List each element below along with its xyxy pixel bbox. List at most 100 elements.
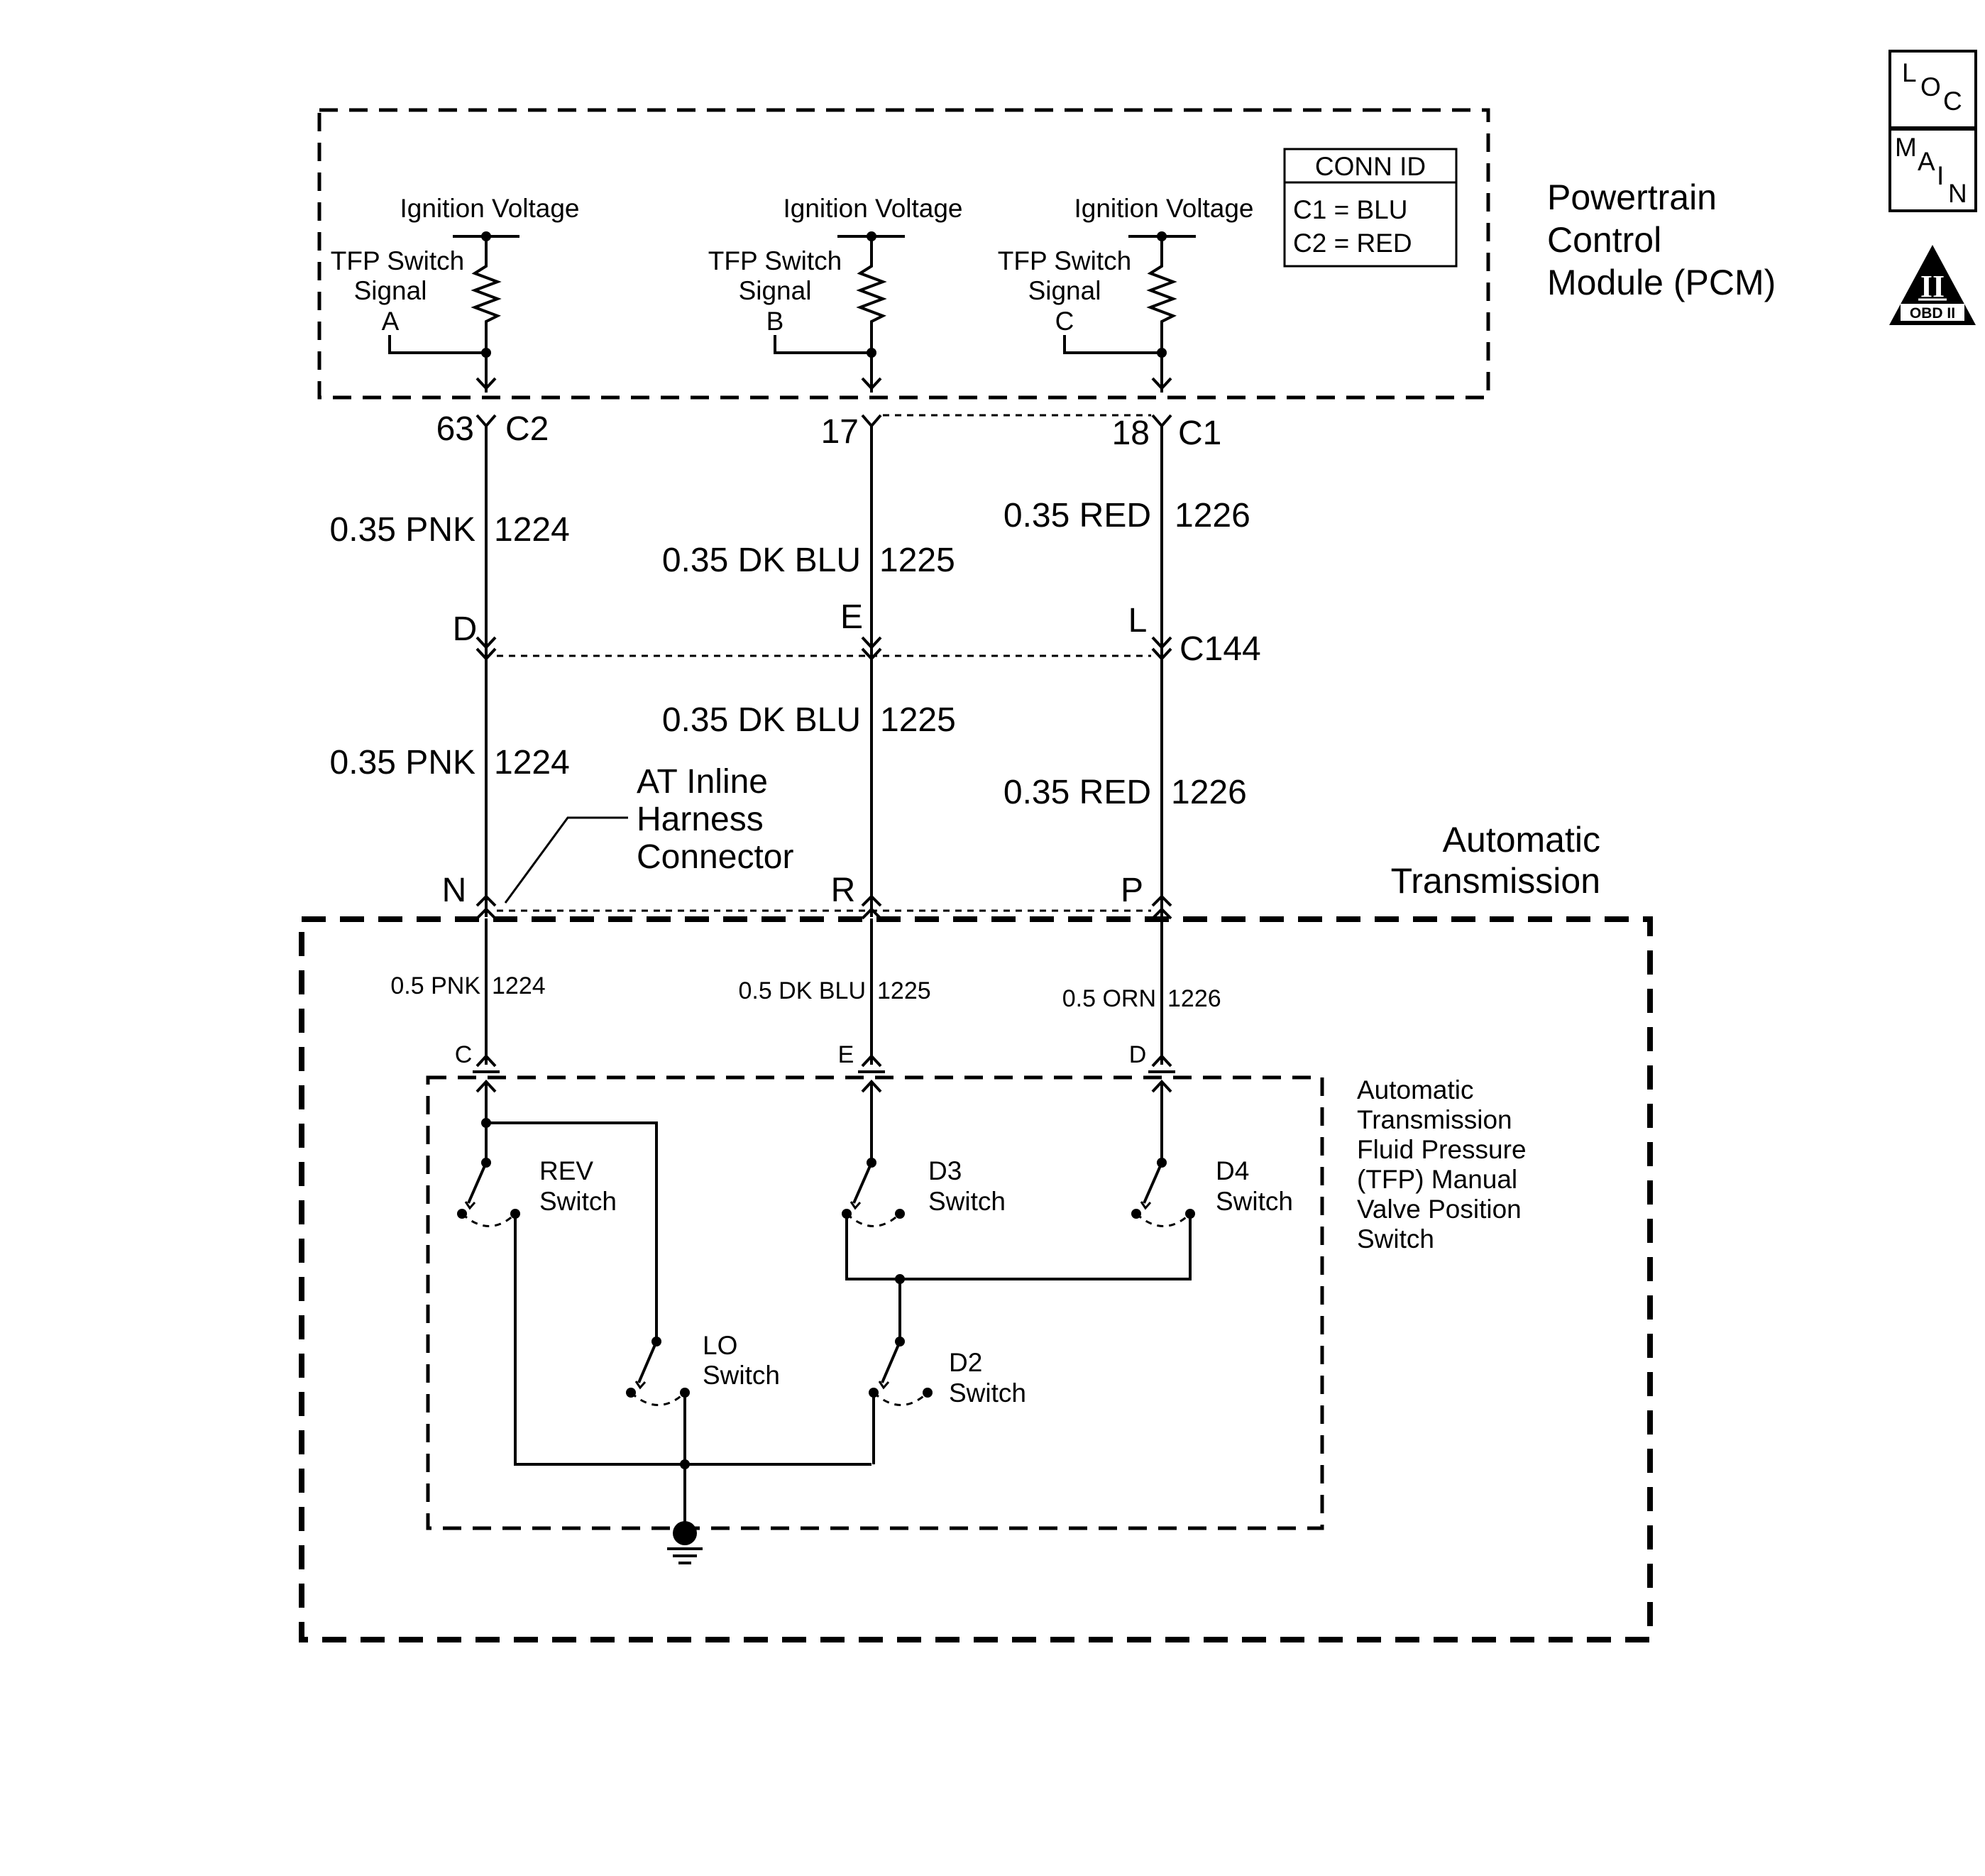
ground-symbol [667,1459,703,1564]
d3-switch-label-1: D3 [928,1156,962,1185]
wire-spec-label: 0.35 PNK [330,511,475,549]
tfp-switch-signal-label: TFP Switch [708,246,842,275]
pcm-connector-c2: C2 [505,410,549,448]
inline-connector-label-1: AT Inline [637,763,768,801]
circuit-number: 1226 [1175,497,1250,534]
middle-wire-labels: 0.35 DK BLU 1225 0.35 PNK 1224 0.35 RED … [330,701,1247,811]
circuit-number: 1224 [492,972,546,999]
c144-pin-l: L [1128,602,1148,640]
svg-text:C: C [1943,87,1962,116]
main-wires [485,426,1163,917]
wire-spec-label: 0.35 DK BLU [662,542,861,579]
pcm-boundary [317,108,1490,400]
svg-text:M: M [1895,133,1917,162]
switch-pin-d: D [1129,1041,1147,1068]
switch-assembly-boundary [426,1075,1324,1530]
circuit-number: 1225 [877,977,931,1004]
ignition-voltage-label: Ignition Voltage [1074,194,1253,223]
circuit-number: 1224 [494,744,570,781]
inline-connector-label-3: Connector [637,838,793,876]
obd-ii-icon[interactable]: II OBD II [1889,245,1976,325]
tfp-switch-signal-label-2: Signal [739,276,812,305]
pcm-connector-c1: C1 [1178,415,1221,452]
tfp-switch-signal-label: TFP Switch [998,246,1131,275]
signal-letter-b: B [766,307,784,336]
c144-pin-e: E [840,598,863,636]
leader-line [504,816,628,904]
tfp-switch-signal-label: TFP Switch [331,246,464,275]
d3-switch-label-2: Switch [928,1187,1006,1216]
rev-switch: REV Switch [457,1156,871,1466]
tfp-switch-signal-label-2: Signal [354,276,427,305]
automatic-transmission: Automatic Transmission [299,820,1653,1642]
switch-pin-e: E [838,1041,854,1068]
rev-switch-label-1: REV [539,1156,593,1185]
d2-switch-label-1: D2 [949,1348,982,1377]
switch-assembly-title-2: Transmission [1357,1105,1512,1134]
circuit-number: 1226 [1171,774,1247,811]
switch-assembly-title-6: Switch [1357,1224,1434,1254]
wire-spec-label: 0.5 ORN [1062,985,1156,1012]
at-inline-harness-connector: AT Inline Harness Connector N R P [442,763,1172,920]
tfp-switch-assembly: Automatic Transmission Fluid Pressure (T… [426,1041,1527,1564]
switch-assembly-title-5: Valve Position [1357,1195,1522,1224]
lo-switch-label-2: Switch [703,1361,780,1390]
c144-pin-d: D [453,610,478,648]
loc-icon[interactable]: L O C [1888,50,1977,129]
svg-text:II: II [1920,269,1945,304]
wire-spec-label: 0.5 PNK [390,972,480,999]
transmission-title-line1: Automatic [1443,820,1600,860]
switch-assembly-title-3: Fluid Pressure [1357,1135,1527,1164]
wire-spec-label: 0.35 RED [1004,774,1151,811]
lower-wires: 0.5 PNK 1224 0.5 DK BLU 1225 0.5 ORN 122… [390,918,1221,1065]
wire-spec-label: 0.35 DK BLU [662,701,861,739]
d2-switch: D2 Switch [869,1337,1026,1464]
wire-spec-label: 0.5 DK BLU [738,977,866,1004]
svg-text:I: I [1937,161,1944,190]
c144-connector: D E L C144 [453,598,1261,668]
pcm-connector-pins: 63 C2 17 18 C1 [436,410,1222,452]
d2-switch-label-2: Switch [949,1378,1026,1408]
inline-connector-label-2: Harness [637,801,764,838]
circuit-number: 1226 [1167,985,1221,1012]
svg-text:OBD II: OBD II [1910,305,1955,322]
pullup-resistor-b: Ignition Voltage TFP Switch Signal B [708,194,963,393]
lo-switch-label-1: LO [703,1331,737,1360]
pcm-title-line1: Powertrain [1547,177,1717,217]
signal-letter-a: A [382,307,400,336]
inline-pin-n: N [442,872,467,909]
main-icon[interactable]: M A I N [1888,128,1977,212]
wire-spec-label: 0.35 PNK [330,744,475,781]
svg-text:L: L [1902,58,1917,87]
switch-pin-c: C [455,1041,473,1068]
conn-id-table: CONN ID C1 = BLU C2 = RED [1283,148,1458,268]
pcm-title-line2: Control [1547,220,1661,260]
transmission-boundary [299,916,1653,1642]
switch-assembly-title-4: (TFP) Manual [1357,1165,1517,1194]
signal-letter-c: C [1055,307,1074,336]
d4-switch-label-2: Switch [1216,1187,1293,1216]
d4-switch-label-1: D4 [1216,1156,1249,1185]
inline-pin-p: P [1121,872,1143,909]
pcm-title-line3: Module (PCM) [1547,263,1776,302]
svg-text:O: O [1920,72,1941,102]
upper-wire-labels: 0.35 PNK 1224 0.35 DK BLU 1225 0.35 RED … [330,497,1250,579]
d3-switch: D3 Switch [842,1156,1006,1227]
rev-switch-label-2: Switch [539,1187,617,1216]
circuit-number: 1225 [879,542,955,579]
pcm-pin-63: 63 [436,410,474,448]
lo-switch: LO Switch [626,1331,780,1464]
inline-pin-r: R [831,872,856,909]
c144-label: C144 [1180,630,1261,668]
conn-id-header: CONN ID [1315,152,1426,181]
tfp-switch-signal-label-2: Signal [1028,276,1101,305]
pcm-pin-18: 18 [1112,415,1150,452]
pcm-pin-17: 17 [821,413,859,451]
transmission-title-line2: Transmission [1391,861,1600,901]
wire-spec-label: 0.35 RED [1004,497,1151,534]
pcm-module: Powertrain Control Module (PCM) CONN ID … [317,108,1776,400]
ignition-voltage-label: Ignition Voltage [400,194,579,223]
svg-text:A: A [1918,147,1935,176]
ignition-voltage-label: Ignition Voltage [783,194,962,223]
